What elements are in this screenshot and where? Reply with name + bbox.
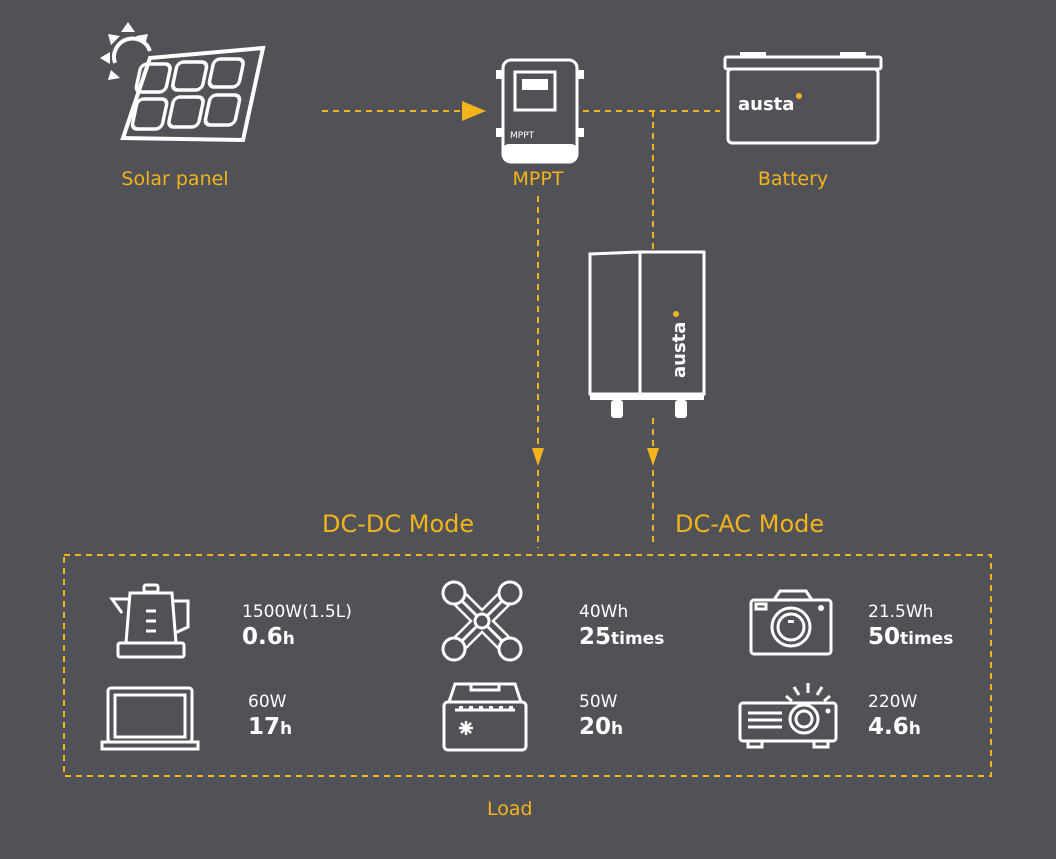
load-spec-label: 60W: [248, 692, 287, 712]
load-spec-value: 50: [868, 624, 901, 650]
solar-panel-icon: [100, 22, 266, 143]
drone-icon: [441, 580, 523, 662]
load-label: Load: [487, 798, 533, 820]
load-spec-cooler: 50W 20h: [579, 692, 623, 744]
load-spec-unit: h: [282, 629, 295, 649]
solar-panel-label: Solar panel: [121, 168, 229, 190]
mppt-device-icon: MPPT: [496, 58, 584, 164]
load-spec-label: 40Wh: [579, 602, 629, 622]
load-spec-label: 1500W(1.5L): [242, 602, 352, 622]
load-spec-drone: 40Wh 25times: [579, 602, 664, 654]
battery-icon: austa: [723, 52, 883, 145]
arrow-down-icon: [532, 448, 544, 466]
mppt-label: MPPT: [512, 168, 564, 190]
load-spec-label: 50W: [579, 692, 618, 712]
battery-label: Battery: [757, 168, 829, 190]
load-spec-label: 220W: [868, 692, 918, 712]
inverter-icon: austa: [588, 250, 706, 418]
battery-brand-logo: austa: [738, 94, 794, 115]
laptop-icon: [100, 686, 200, 751]
camera-icon: [749, 589, 833, 656]
load-spec-unit: h: [280, 719, 293, 739]
cooler-icon: [442, 682, 528, 752]
arrow-right-icon: [462, 101, 486, 121]
load-spec-unit: h: [611, 719, 624, 739]
dc-dc-mode-label: DC-DC Mode: [322, 510, 475, 538]
load-spec-camera: 21.5Wh 50times: [868, 602, 953, 654]
load-spec-value: 20: [579, 714, 612, 740]
load-spec-kettle: 1500W(1.5L) 0.6h: [242, 602, 352, 654]
load-spec-projector: 220W 4.6h: [868, 692, 921, 744]
projector-icon: [738, 683, 838, 749]
mppt-device-label: MPPT: [510, 131, 535, 141]
load-spec-unit: times: [900, 629, 954, 649]
load-box: [63, 554, 992, 777]
load-spec-value: 4.6: [868, 714, 909, 740]
load-spec-value: 17: [248, 714, 281, 740]
load-spec-value: 0.6: [242, 624, 283, 650]
dc-ac-mode-label: DC-AC Mode: [675, 510, 825, 538]
kettle-icon: [109, 583, 190, 659]
load-spec-laptop: 60W 17h: [248, 692, 292, 744]
load-spec-value: 25: [579, 624, 612, 650]
inverter-brand-logo: austa: [669, 322, 690, 378]
arrow-down-icon: [647, 448, 659, 466]
load-spec-unit: h: [908, 719, 921, 739]
load-spec-unit: times: [611, 629, 665, 649]
load-spec-label: 21.5Wh: [868, 602, 934, 622]
